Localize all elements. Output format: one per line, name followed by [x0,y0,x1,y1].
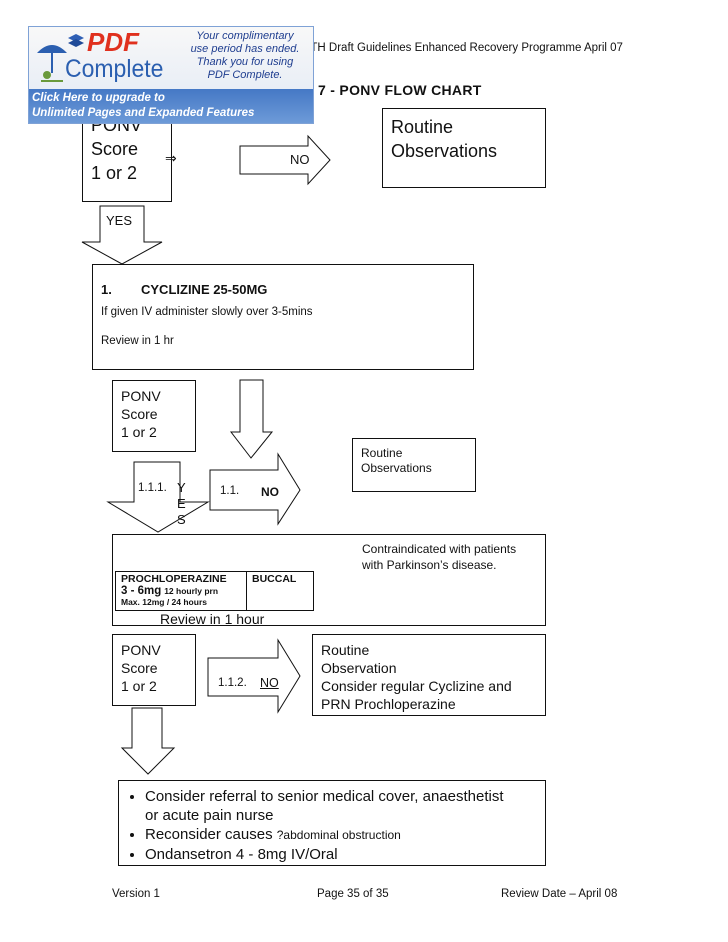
upgrade-banner[interactable]: PDF Complete Your complimentary use peri… [28,26,314,124]
no-arrow-2 [209,452,301,526]
no-arrow-1 [239,134,331,186]
yes-arrow-1 [81,205,163,265]
final-actions-box: Consider referral to senior medical cove… [118,780,546,866]
brand-pdf: PDF [87,27,139,57]
routine-text-3: Routine Observation Consider regular Cyc… [321,642,512,712]
footer-page-number: Page 35 of 35 [317,888,389,900]
down-arrow-final [120,707,176,775]
yes-label-1: YES [106,213,133,228]
routine-observation-box-3: Routine Observation Consider regular Cyc… [312,634,546,716]
ponv-score-box-3: PONV Score 1 or 2 [112,634,196,706]
brand-complete: Complete [65,55,164,83]
no-label-2: NO [261,485,279,499]
routine-observations-box-1: Routine Observations [382,108,546,188]
no-number-2: 1.1. [220,485,240,497]
contraindication-note: Contraindicated with patients with Parki… [362,542,517,572]
cyclizine-admin-note: If given IV administer slowly over 3-5mi… [101,306,313,318]
routine-observations-box-2: Routine Observations [352,438,476,492]
routine-text-1: Routine Observations [391,117,498,161]
no-number-3: 1.1.2. [218,677,247,689]
layers-icon [68,34,84,47]
pointer-symbol: ⇒ [165,150,177,166]
step-1-number: 1. [101,282,112,297]
prochlorperazine-box: Contraindicated with patients with Parki… [112,534,546,627]
cyclizine-box: 1. CYCLIZINE 25-50MG If given IV adminis… [92,264,474,370]
no-label-3: NO [260,676,279,690]
final-actions-list: Consider referral to senior medical cove… [119,787,504,864]
promo-text: Your complimentary use period has ended.… [190,30,300,81]
drug-route: BUCCAL [252,573,297,585]
prochlorperazine-review: Review in 1 hour [160,611,265,627]
yes-letters-2: Y E S [177,480,186,527]
drug-dose: 3 - 6mg 12 hourly prn [121,585,219,597]
upgrade-link[interactable]: Click Here to upgrade to Unlimited Pages… [32,92,255,119]
footer-review-date: Review Date – April 08 [501,888,618,900]
footer-version: Version 1 [112,888,160,900]
no-arrow-3 [207,638,301,714]
routine-text-2: Routine Observations [361,446,432,475]
action-referral: Consider referral to senior medical cove… [145,787,504,825]
yes-arrow-2 [106,461,210,533]
drug-max-dose: Max. 12mg / 24 hours [121,597,207,607]
cyclizine-dose: CYCLIZINE 25-50MG [141,282,268,297]
drug-name: PROCHLOPERAZINE [121,573,227,585]
ponv-score-text-3: PONV Score 1 or 2 [121,642,161,694]
no-label-1: NO [290,152,310,167]
action-ondansetron: Ondansetron 4 - 8mg IV/Oral [145,845,504,864]
cyclizine-review: Review in 1 hr [101,335,174,347]
drug-table: PROCHLOPERAZINE 3 - 6mg 12 hourly prn Ma… [115,571,314,611]
ponv-score-box-2: PONV Score 1 or 2 [112,380,196,452]
umbrella-logo-icon [37,45,67,82]
ponv-score-text-2: PONV Score 1 or 2 [121,388,161,440]
down-arrow-2 [229,379,274,459]
section-title: 7 - PONV FLOW CHART [318,82,482,98]
yes-number-2: 1.1.1. [138,482,167,494]
running-header: –TH Draft Guidelines Enhanced Recovery P… [304,42,623,54]
action-reconsider-causes: Reconsider causes ?abdominal obstruction [145,825,504,845]
